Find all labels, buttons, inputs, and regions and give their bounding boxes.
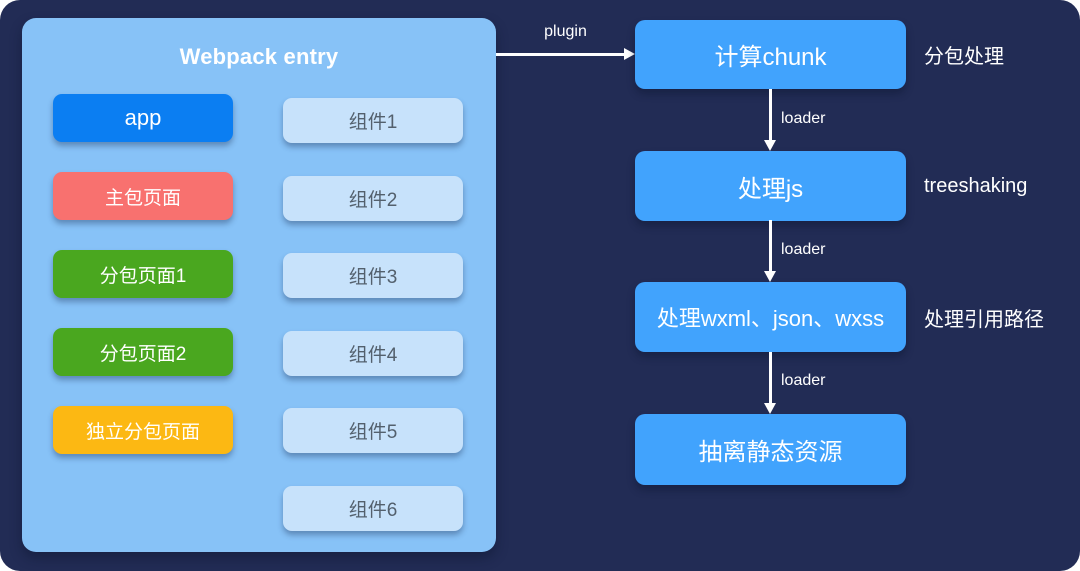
component-chip-6: 组件6 bbox=[283, 486, 463, 531]
flow-step-process-js: 处理js bbox=[635, 151, 906, 221]
side-note-reference-paths: 处理引用路径 bbox=[924, 308, 1044, 331]
component-chip-4: 组件4 bbox=[283, 331, 463, 376]
component-chip-5: 组件5 bbox=[283, 408, 463, 453]
side-note-treeshaking: treeshaking bbox=[924, 174, 1028, 197]
arrow-plugin bbox=[496, 48, 635, 60]
edge-label-loader-1: loader bbox=[781, 110, 826, 127]
component-chip-2: 组件2 bbox=[283, 176, 463, 221]
flow-step-compute-chunk: 计算chunk bbox=[635, 20, 906, 89]
entry-chip-main-package: 主包页面 bbox=[53, 172, 233, 220]
entry-chip-subpackage-2: 分包页面2 bbox=[53, 328, 233, 376]
entry-chip-independent-subpackage: 独立分包页面 bbox=[53, 406, 233, 454]
panel-title: Webpack entry bbox=[179, 44, 339, 69]
flow-step-process-wxml-json-wxss: 处理wxml、json、wxss bbox=[635, 282, 906, 352]
entry-chip-app: app bbox=[53, 94, 233, 142]
edge-label-plugin: plugin bbox=[544, 23, 587, 40]
entry-chip-subpackage-1: 分包页面1 bbox=[53, 250, 233, 298]
arrow-loader-3 bbox=[764, 352, 776, 414]
component-chip-1: 组件1 bbox=[283, 98, 463, 143]
flow-step-extract-static-assets: 抽离静态资源 bbox=[635, 414, 906, 485]
webpack-entry-panel: Webpack entry app 主包页面 分包页面1 分包页面2 独立分包页… bbox=[22, 18, 496, 552]
edge-label-loader-2: loader bbox=[781, 241, 826, 258]
component-chip-3: 组件3 bbox=[283, 253, 463, 298]
arrow-loader-2 bbox=[764, 220, 776, 282]
side-note-subpackage-handling: 分包处理 bbox=[924, 46, 1004, 68]
edge-label-loader-3: loader bbox=[781, 372, 826, 389]
arrow-loader-1 bbox=[764, 89, 776, 151]
